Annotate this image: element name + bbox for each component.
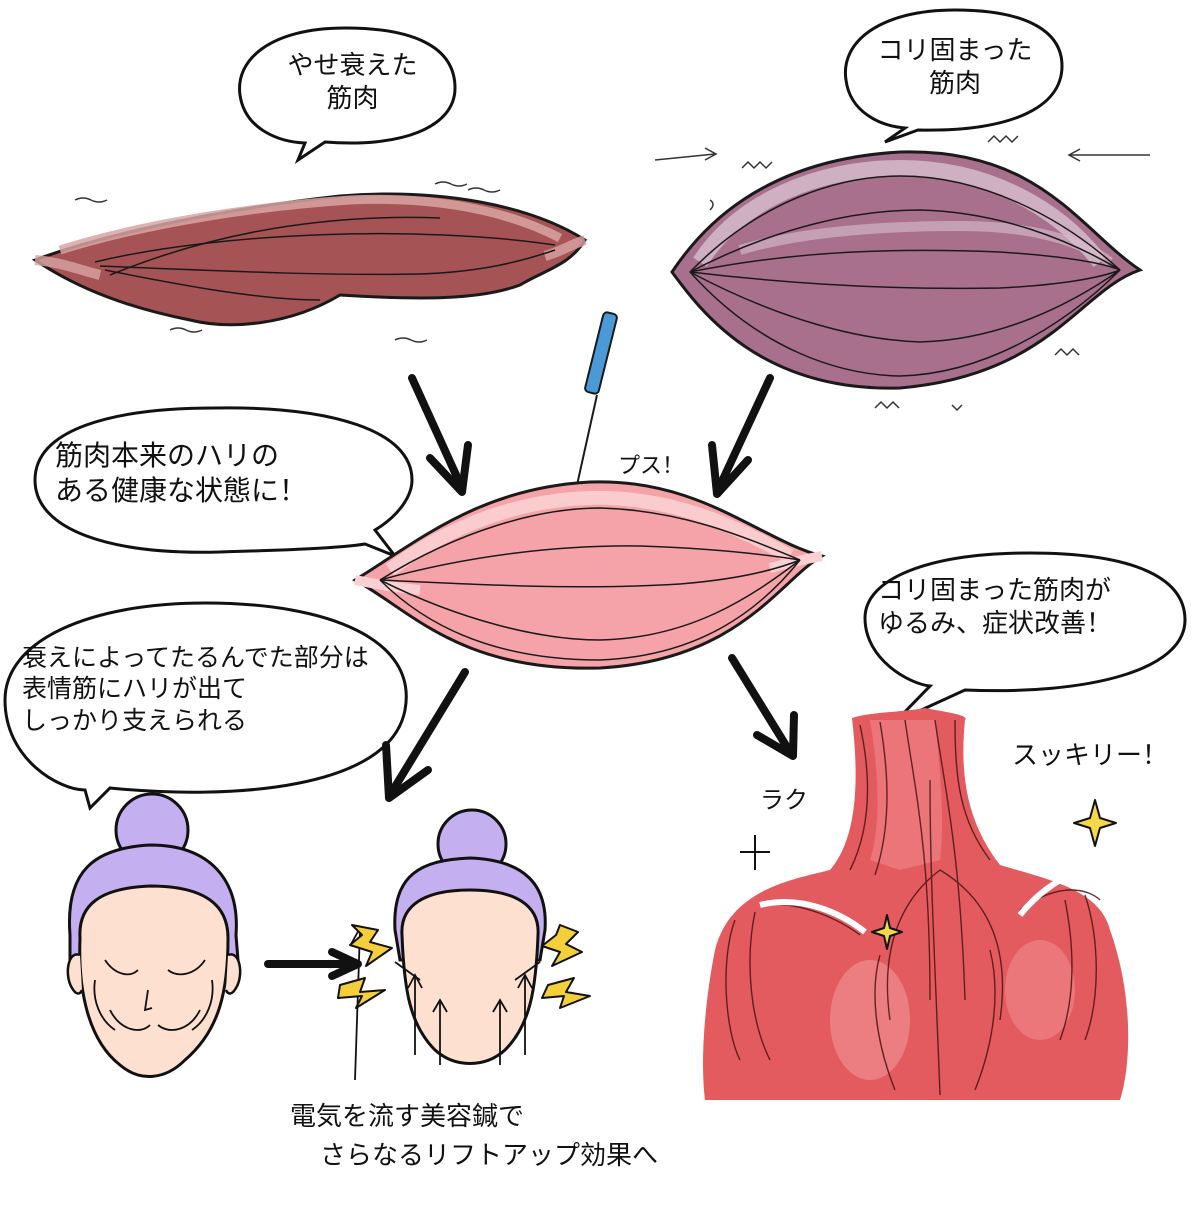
bubble-wasted-line-1: やせ衰えた	[287, 51, 418, 81]
label-pusu: プス！	[618, 454, 685, 479]
stiff-muscle	[654, 134, 1150, 412]
bubble-sagging-line-1: 衰えによってたるんでた部分は	[22, 643, 369, 672]
bubble-healthy	[33, 406, 414, 560]
sparkle-small-icon	[740, 835, 770, 870]
caption: 電気を流す美容鍼で さらなるリフトアップ効果へ	[290, 1098, 658, 1176]
bubble-relieved	[863, 551, 1187, 724]
bubble-relieved-line-2: ゆるみ、症状改善！	[878, 608, 1113, 639]
wasted-muscle	[31, 181, 588, 343]
bubble-sagging	[3, 601, 408, 811]
bubble-stiff	[843, 8, 1064, 144]
bubble-relieved-line-1: コリ固まった筋肉が	[878, 576, 1111, 606]
bubble-wasted-line-2: 筋肉	[326, 83, 379, 114]
bubble-healthy-text: 筋肉本来のハリの ある健康な状態に！	[55, 438, 400, 508]
bubble-stiff-text: コリ固まった 筋肉	[850, 35, 1060, 100]
bubble-wasted	[238, 26, 457, 164]
bubble-healthy-line-1: 筋肉本来のハリの	[55, 439, 280, 472]
bubble-stiff-line-1: コリ固まった	[877, 36, 1033, 66]
face-lifted	[349, 808, 547, 1081]
face-sagging	[66, 792, 242, 1078]
sparkle-icon	[871, 799, 1117, 950]
label-sukkiri: スッキリー！	[1012, 741, 1169, 771]
caption-line-1: 電気を流す美容鍼で	[290, 1102, 525, 1132]
bubble-stiff-line-2: 筋肉	[928, 68, 981, 99]
label-raku: ラク	[760, 786, 808, 814]
bubble-sagging-line-3: しっかり支えられる	[22, 705, 248, 735]
caption-line-2: さらなるリフトアップ効果へ	[320, 1141, 659, 1171]
lightning-icon	[337, 924, 591, 1009]
bubble-sagging-line-2: 表情筋にハリが出て	[22, 674, 248, 704]
bubble-wasted-text: やせ衰えた 筋肉	[255, 50, 450, 115]
bubble-relieved-text: コリ固まった筋肉が ゆるみ、症状改善！	[878, 575, 1178, 640]
healthy-muscle	[352, 480, 826, 670]
shoulder-muscles	[703, 708, 1129, 1100]
bubble-sagging-text: 衰えによってたるんでた部分は 表情筋にハリが出て しっかり支えられる	[22, 642, 402, 736]
bubble-healthy-line-2: ある健康な状態に！	[55, 474, 308, 507]
arrow-icon	[264, 374, 798, 980]
